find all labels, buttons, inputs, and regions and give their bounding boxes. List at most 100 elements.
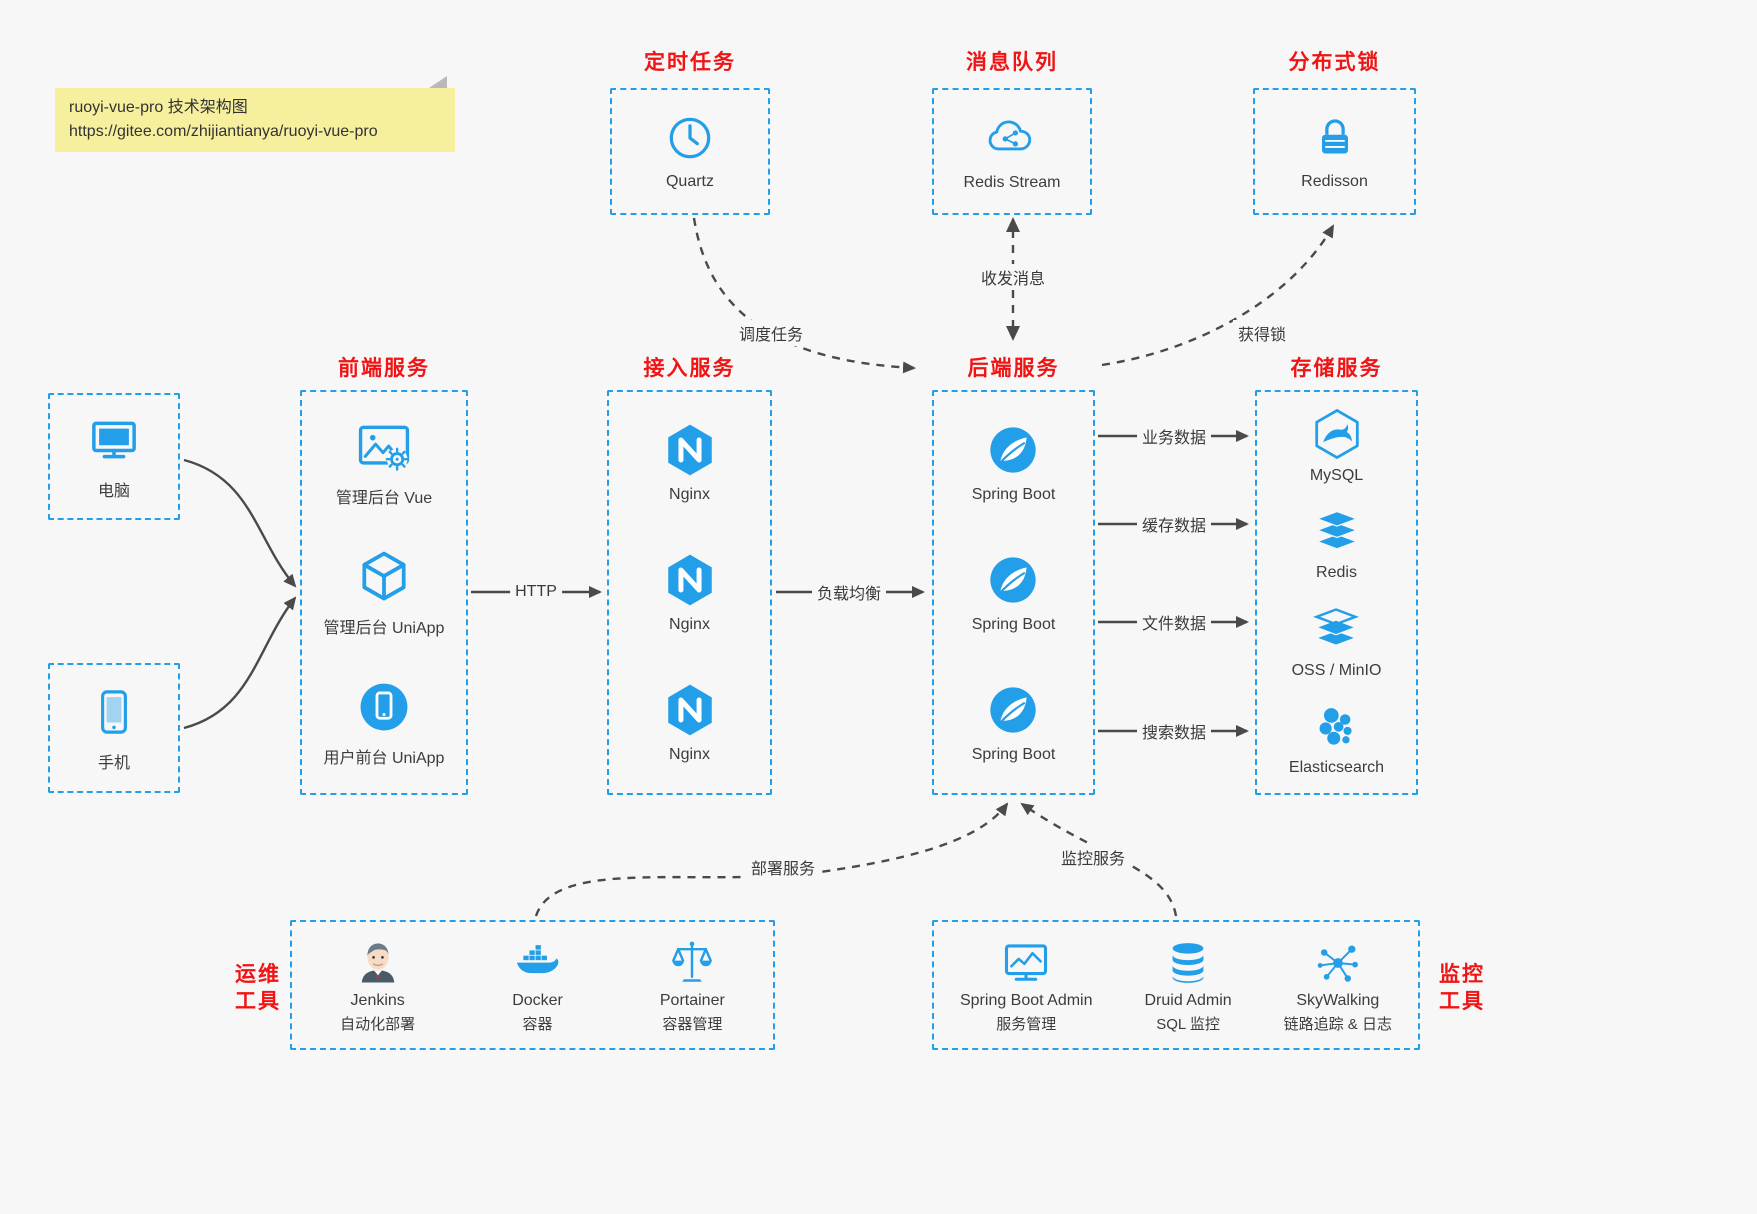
skywalking-node: SkyWalking 链路追踪 & 日志 xyxy=(1284,937,1392,1034)
monitor-tools-line2: 工具 xyxy=(1439,990,1485,1013)
spring-boot-admin-label: Spring Boot Admin xyxy=(959,991,1093,1009)
note-url: https://gitee.com/zhijiantianya/ruoyi-vu… xyxy=(69,123,378,140)
oss-minio-label: OSS / MinIO xyxy=(1291,661,1382,679)
sticky-note: ruoyi-vue-pro 技术架构图 https://gitee.com/zh… xyxy=(55,76,455,152)
edge-label-file-data: 文件数据 xyxy=(1136,609,1212,635)
nginx-node: Nginx xyxy=(661,421,719,504)
druid-icon xyxy=(1162,937,1214,989)
spring-boot-icon xyxy=(984,681,1042,739)
nginx-node: Nginx xyxy=(661,551,719,634)
docker-icon xyxy=(512,937,564,989)
ops-tools-line2: 工具 xyxy=(235,990,281,1013)
mysql-node: MySQL xyxy=(1310,408,1363,485)
note-title: ruoyi-vue-pro 技术架构图 xyxy=(69,99,248,116)
monitor-tools-side-label: 监控 工具 xyxy=(1432,961,1492,1015)
docker-node: Docker 容器 xyxy=(512,937,564,1034)
redis-label: Redis xyxy=(1316,564,1357,582)
pc-client-box: 电脑 xyxy=(48,393,180,520)
redis-stream-label: Redis Stream xyxy=(963,174,1061,191)
group-title-backend-services: 后端服务 xyxy=(967,357,1060,380)
nginx-label: Nginx xyxy=(669,486,710,504)
skywalking-sublabel: 链路追踪 & 日志 xyxy=(1283,1015,1392,1033)
skywalking-icon xyxy=(1312,937,1364,989)
spring-boot-node: Spring Boot xyxy=(971,681,1056,764)
group-title-storage-services: 存储服务 xyxy=(1290,357,1383,380)
oss-minio-icon xyxy=(1310,603,1362,655)
spring-boot-admin-node: Spring Boot Admin 服务管理 xyxy=(960,937,1093,1034)
edge-label-deploy: 部署服务 xyxy=(745,854,821,880)
group-title-distributed-lock: 分布式锁 xyxy=(1288,51,1381,74)
redisson-label: Redisson xyxy=(1301,173,1368,190)
portainer-icon xyxy=(666,937,718,989)
group-title-frontend-services: 前端服务 xyxy=(338,357,430,380)
spring-boot-node: Spring Boot xyxy=(972,421,1055,504)
admin-vue-node: 管理后台 Vue xyxy=(336,417,432,508)
ops-tools-line1: 运维 xyxy=(235,963,281,986)
redis-stream-box: Redis Stream xyxy=(932,88,1092,215)
edge-label-messaging: 收发消息 xyxy=(975,264,1051,290)
nginx-icon xyxy=(661,421,719,479)
nginx-label: Nginx xyxy=(669,745,710,763)
edge-label-acquire-lock: 获得锁 xyxy=(1232,320,1292,346)
spring-boot-node: Spring Boot xyxy=(972,551,1055,634)
cloud-share-icon xyxy=(985,111,1039,165)
uniapp-cube-icon xyxy=(354,547,414,607)
spring-boot-admin-icon xyxy=(1000,937,1052,989)
edge-label-load-balance: 负载均衡 xyxy=(811,579,887,605)
ops-tools-box: Jenkins 自动化部署 Docker 容器 Portainer 容器管理 xyxy=(290,920,775,1050)
oss-minio-node: OSS / MinIO xyxy=(1291,603,1382,680)
edge-label-business-data: 业务数据 xyxy=(1136,423,1212,449)
docker-sublabel: 容器 xyxy=(522,1015,553,1033)
jenkins-label: Jenkins xyxy=(350,991,405,1009)
redis-icon xyxy=(1311,505,1363,557)
jenkins-sublabel: 自动化部署 xyxy=(340,1015,416,1033)
elasticsearch-label: Elasticsearch xyxy=(1288,758,1385,776)
ops-tools-side-label: 运维 工具 xyxy=(228,961,288,1015)
nginx-node: Nginx xyxy=(661,681,719,764)
group-title-scheduled-tasks: 定时任务 xyxy=(644,51,736,74)
spring-boot-icon xyxy=(984,551,1042,609)
portainer-node: Portainer 容器管理 xyxy=(660,937,725,1034)
jenkins-node: Jenkins 自动化部署 xyxy=(340,937,415,1034)
edge-label-search-data: 搜索数据 xyxy=(1136,718,1212,744)
edge-label-schedule-task: 调度任务 xyxy=(733,320,809,346)
phone-icon xyxy=(86,684,142,740)
edge-label-cache-data: 缓存数据 xyxy=(1136,511,1212,537)
monitor-tools-box: Spring Boot Admin 服务管理 Druid Admin SQL 监… xyxy=(932,920,1420,1050)
group-title-access-services: 接入服务 xyxy=(643,357,736,380)
user-app-icon xyxy=(354,677,414,737)
mysql-label: MySQL xyxy=(1309,467,1364,485)
redisson-box: Redisson xyxy=(1253,88,1416,215)
monitor-tools-line1: 监控 xyxy=(1439,963,1485,986)
elasticsearch-icon xyxy=(1311,700,1363,752)
spring-boot-label: Spring Boot xyxy=(971,745,1056,763)
frontend-services-box: 管理后台 Vue 管理后台 UniApp 用户前台 UniApp xyxy=(300,390,468,795)
portainer-sublabel: 容器管理 xyxy=(662,1015,723,1033)
access-services-box: Nginx Nginx Nginx xyxy=(607,390,772,795)
spring-boot-icon xyxy=(984,421,1042,479)
admin-uniapp-label: 管理后台 UniApp xyxy=(323,619,445,637)
lock-icon xyxy=(1309,112,1361,164)
mobile-client-label: 手机 xyxy=(97,754,130,772)
user-uniapp-label: 用户前台 UniApp xyxy=(323,749,445,767)
portainer-label: Portainer xyxy=(659,991,725,1009)
clock-icon xyxy=(664,112,716,164)
edge-label-http: HTTP xyxy=(510,582,562,602)
mysql-icon xyxy=(1311,408,1363,460)
mobile-client-box: 手机 xyxy=(48,663,180,793)
quartz-box: Quartz xyxy=(610,88,770,215)
docker-label: Docker xyxy=(512,991,563,1009)
druid-node: Druid Admin SQL 监控 xyxy=(1145,937,1232,1034)
redis-node: Redis xyxy=(1311,505,1363,582)
nginx-label: Nginx xyxy=(669,615,710,633)
admin-vue-label: 管理后台 Vue xyxy=(335,490,433,508)
group-title-message-queue: 消息队列 xyxy=(966,51,1058,74)
admin-uniapp-node: 管理后台 UniApp xyxy=(323,547,445,638)
nginx-icon xyxy=(661,551,719,609)
quartz-label: Quartz xyxy=(665,173,714,190)
nginx-icon xyxy=(661,681,719,739)
druid-sublabel: SQL 监控 xyxy=(1156,1015,1220,1033)
pc-client-label: 电脑 xyxy=(97,483,130,500)
